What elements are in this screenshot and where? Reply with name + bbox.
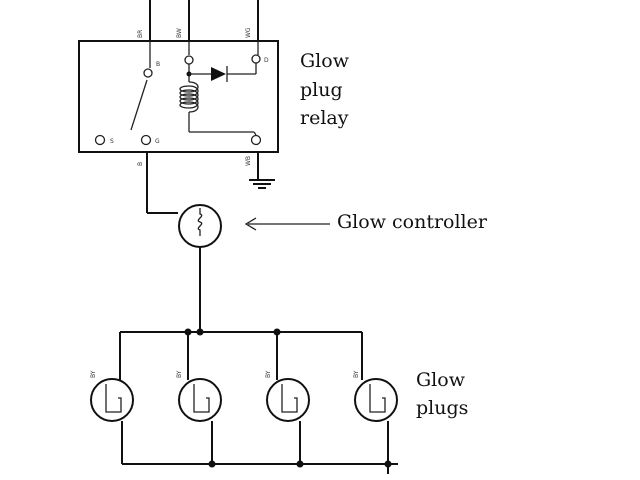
glow-plug-1 — [90, 378, 134, 422]
relay-box — [78, 40, 279, 153]
controller-arrow-icon — [244, 217, 330, 231]
glow-plug-4 — [354, 378, 398, 422]
terminal-s-label: S — [110, 138, 114, 145]
wire-code-wg: WG — [245, 27, 252, 38]
plug-wire-code-2: BY — [176, 370, 183, 378]
controller-label: Glow controller — [337, 211, 488, 233]
terminal-coil-ground — [250, 134, 262, 146]
glow-plug-3 — [266, 378, 310, 422]
plugs-label-line-1: Glow — [416, 369, 466, 391]
plug-wire-code-4: BY — [353, 370, 360, 378]
wire-code-b: B — [137, 162, 144, 166]
terminal-d-label: D — [264, 57, 269, 64]
diode-icon — [211, 67, 226, 81]
top-bus — [119, 328, 363, 380]
wire-code-wb: WB — [245, 156, 252, 166]
wire-code-br: BR — [137, 30, 144, 38]
relay-label-line-1: Glow — [300, 50, 350, 72]
terminal-g — [140, 134, 152, 146]
relay-internals: B G S D — [94, 42, 269, 146]
glow-plug-2 — [178, 378, 222, 422]
relay-label-line-2: plug — [300, 79, 343, 101]
plug-wire-code-1: BY — [90, 370, 97, 378]
terminal-b-label: B — [156, 61, 160, 68]
terminal-s — [94, 134, 106, 146]
bottom-bus — [121, 421, 398, 474]
feed-wires — [149, 0, 259, 42]
plugs-label-line-2: plugs — [416, 397, 468, 419]
terminal-g-label: G — [155, 138, 160, 145]
plug-wire-code-3: BY — [265, 370, 272, 378]
terminal-b-top — [143, 68, 153, 78]
controller-feed-wire — [146, 152, 178, 214]
relay-label-line-3: relay — [300, 107, 349, 129]
glow-controller-symbol — [178, 204, 222, 248]
wire-code-bw: BW — [176, 28, 183, 38]
terminal-bw — [184, 55, 194, 65]
ground-symbol — [249, 152, 275, 189]
terminal-d — [251, 54, 261, 64]
relay-coil-icon — [179, 81, 199, 113]
